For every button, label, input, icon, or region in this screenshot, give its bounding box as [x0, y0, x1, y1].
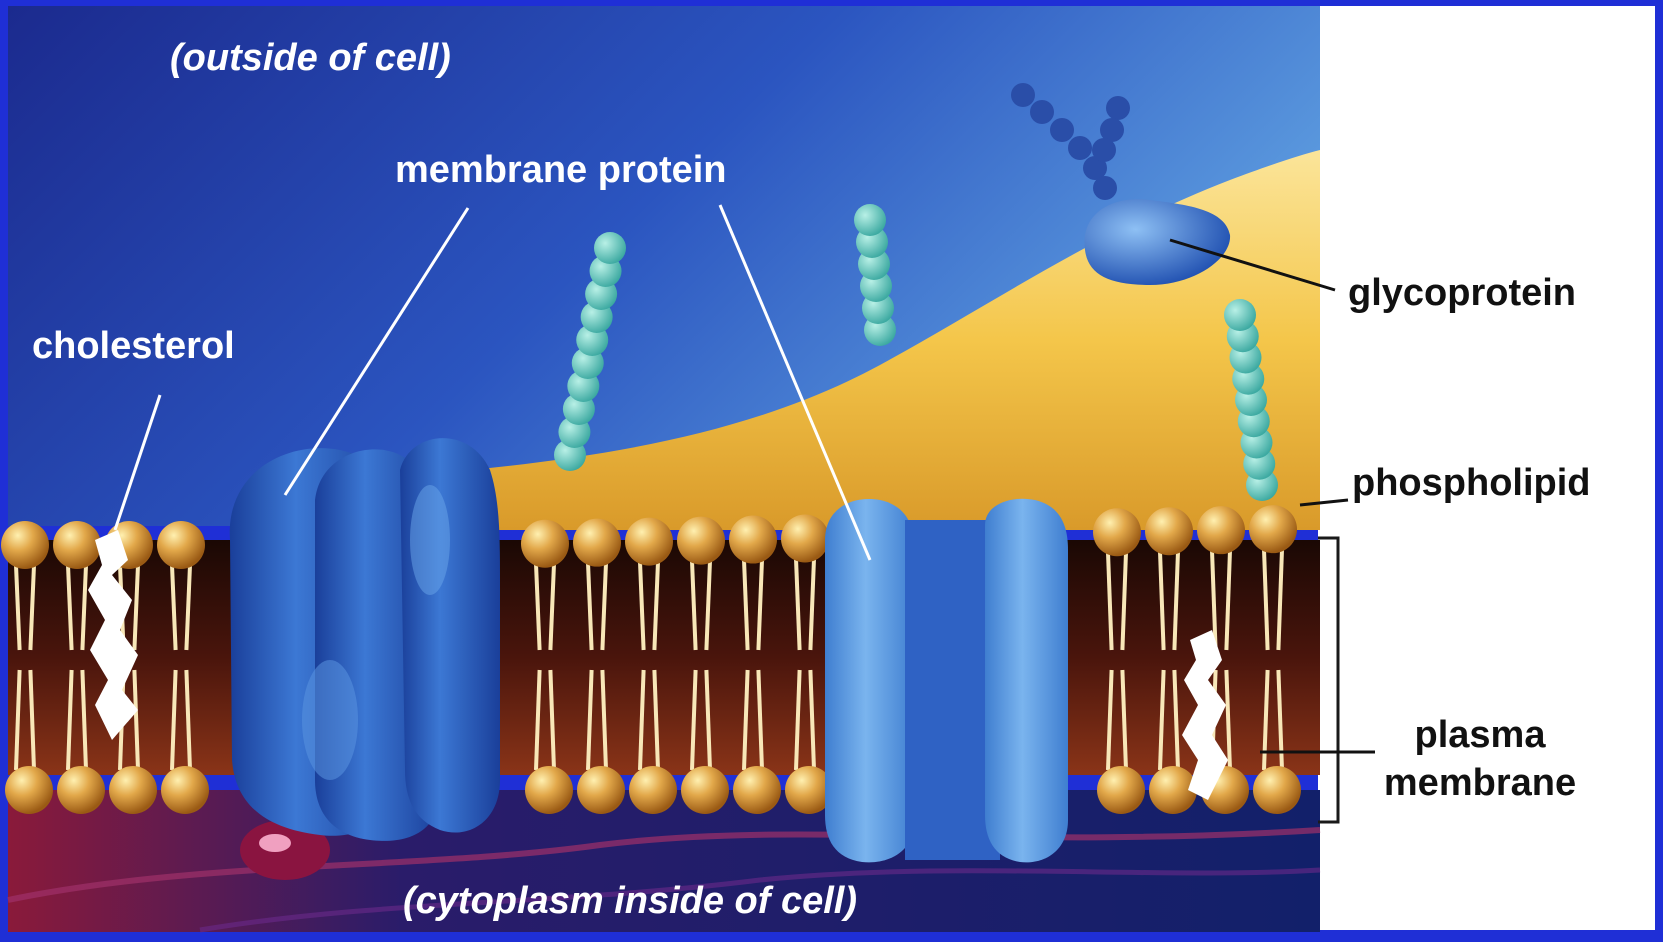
phospholipid-head: [781, 515, 829, 563]
peripheral-protein-highlight: [259, 834, 291, 852]
phospholipid-head: [157, 521, 205, 569]
phospholipid-head: [521, 520, 569, 568]
label-plasma-membrane-line2: membrane: [1384, 762, 1576, 804]
phospholipid-head: [681, 766, 729, 814]
label-plasma-membrane-line1: plasma: [1415, 714, 1547, 756]
phospholipid-head: [57, 766, 105, 814]
phospholipid-head: [161, 766, 209, 814]
phospholipid-head: [1253, 766, 1301, 814]
label-phospholipid: phospholipid: [1352, 462, 1591, 504]
phospholipid-head: [1, 521, 49, 569]
channel-protein-light: [825, 499, 1068, 863]
phospholipid-head: [1097, 766, 1145, 814]
phospholipid-head: [53, 521, 101, 569]
phospholipid-head: [525, 766, 573, 814]
phospholipid-head: [1197, 506, 1245, 554]
phospholipid-head: [577, 766, 625, 814]
phospholipid-head: [625, 518, 673, 566]
label-cholesterol: cholesterol: [32, 325, 235, 367]
phospholipid-head: [109, 766, 157, 814]
phospholipid-head: [729, 516, 777, 564]
channel-protein-dark: [230, 438, 500, 841]
phospholipid-head: [1249, 505, 1297, 553]
phospholipid-head: [629, 766, 677, 814]
label-glycoprotein: glycoprotein: [1348, 272, 1576, 314]
label-outside-of-cell: (outside of cell): [170, 37, 451, 79]
phospholipid-head: [1145, 507, 1193, 555]
phospholipid-head: [573, 519, 621, 567]
phospholipid-head: [1093, 508, 1141, 556]
phospholipid-head: [677, 517, 725, 565]
sugar-unit: [1224, 299, 1256, 331]
phospholipid-head: [733, 766, 781, 814]
label-cytoplasm-inside-of-cell: (cytoplasm inside of cell): [403, 880, 857, 922]
sugar-unit: [854, 204, 886, 236]
sugar-unit: [594, 232, 626, 264]
label-membrane-protein: membrane protein: [395, 149, 727, 191]
phospholipid-head: [5, 766, 53, 814]
